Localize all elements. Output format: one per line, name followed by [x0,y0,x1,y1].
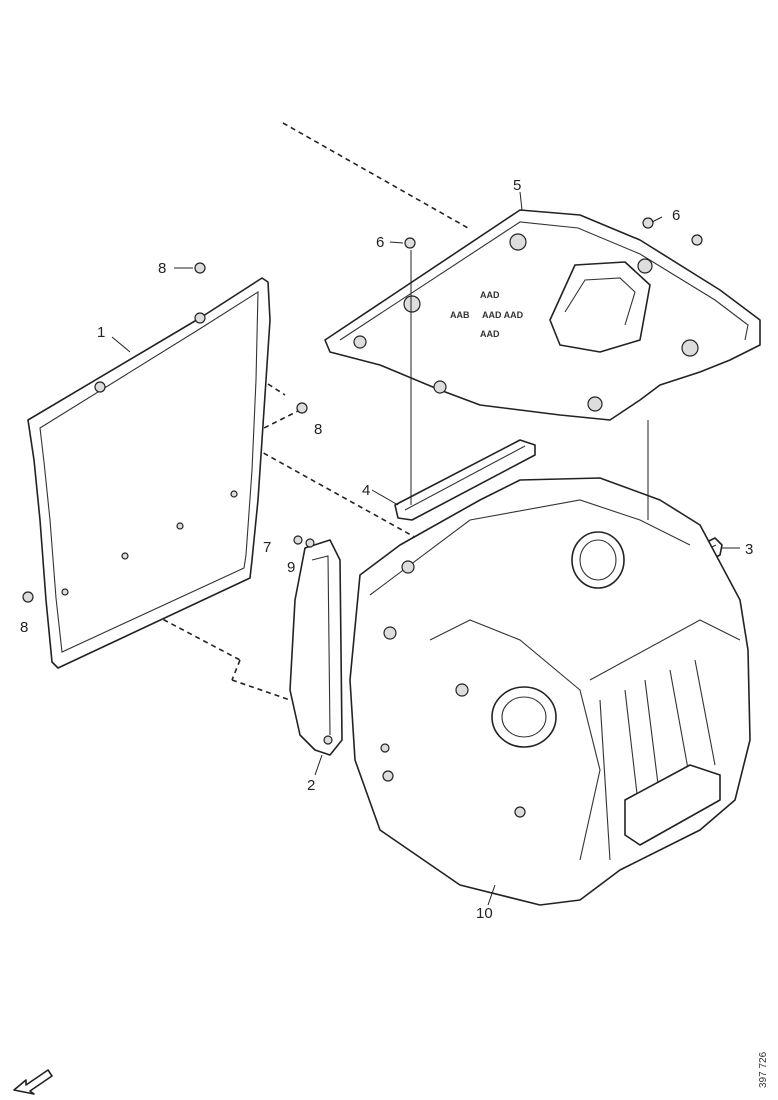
drawing-reference-number: 397 726 [758,1051,769,1088]
leader-lines [111,191,740,906]
callout-8b: 8 [314,421,322,438]
stamp-line-3: AAD AAD [482,310,524,320]
callout-6b: 6 [672,207,680,224]
nut-icon [642,217,654,229]
tank-body-part-10 [349,477,751,906]
stamp-line-1: AAD [480,290,500,300]
callout-labels: 1 2 3 4 5 6 6 7 8 8 8 9 10 [20,177,753,922]
top-cover-part-5 [324,209,761,421]
stamp-line-2: AAB [450,310,470,320]
loose-fasteners [22,217,703,603]
strap-part-2 [289,539,343,756]
washer-icon [293,535,303,545]
callout-7: 7 [263,539,271,556]
front-direction-arrow-icon [13,1069,53,1095]
cover-stamp: AAD AAB AAD AAD AAD [450,290,524,339]
callout-6a: 6 [376,234,384,251]
callout-9: 9 [287,559,295,576]
side-panel-part-1 [27,277,271,669]
nut-icon [296,402,308,414]
callout-10: 10 [476,905,493,922]
nut-icon [404,237,416,249]
callout-2: 2 [307,777,315,794]
nut-icon [194,262,206,274]
callout-3: 3 [745,541,753,558]
nut-icon [691,234,703,246]
callout-1: 1 [97,324,105,341]
callout-8a: 8 [158,260,166,277]
stamp-line-4: AAD [480,329,500,339]
bracket-rail-part-4 [394,439,536,521]
callout-8c: 8 [20,619,28,636]
washer-icon [305,538,315,548]
callout-4: 4 [362,482,370,499]
nut-icon [22,591,34,603]
callout-5: 5 [513,177,521,194]
